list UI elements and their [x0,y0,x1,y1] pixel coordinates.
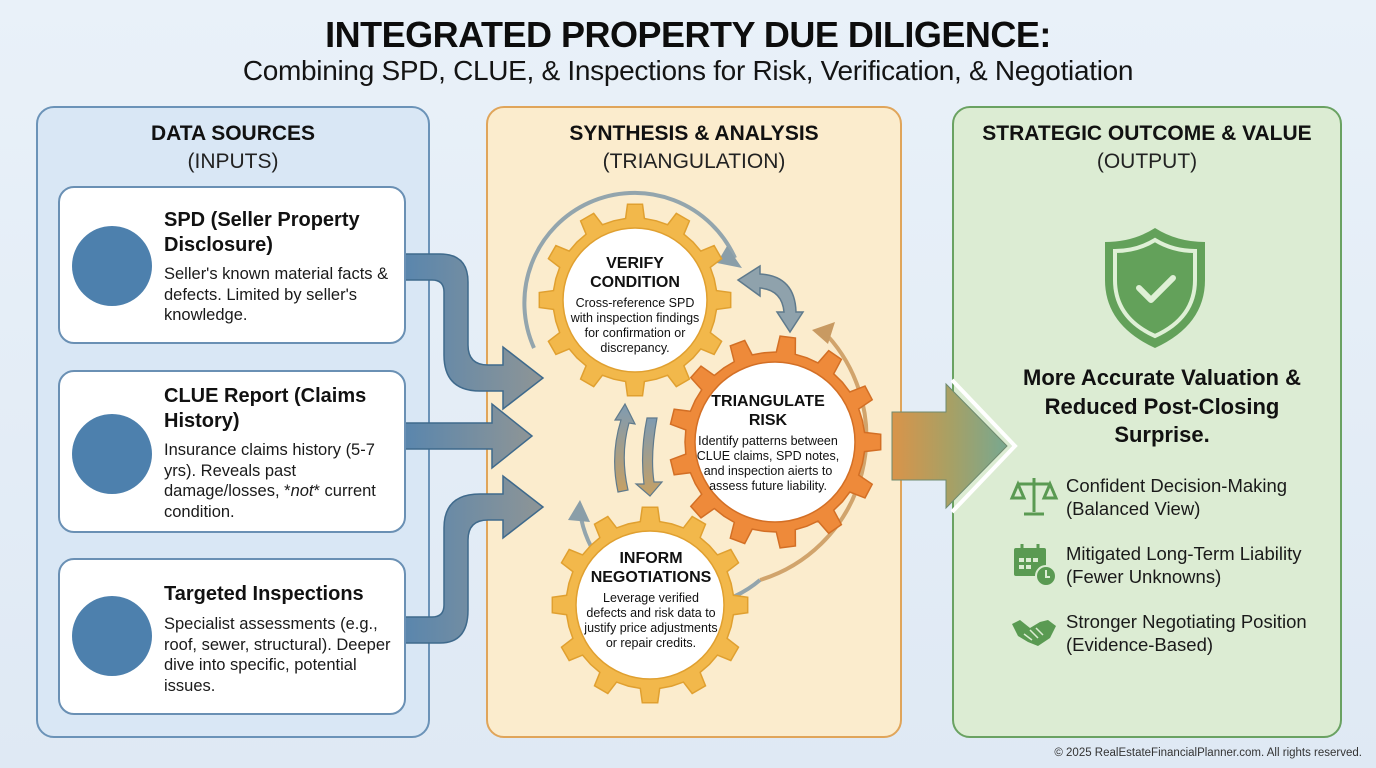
outcome-headline: More Accurate Valuation & Reduced Post-C… [1023,365,1301,447]
page-title: INTEGRATED PROPERTY DUE DILIGENCE: [325,14,1051,55]
source-title: SPD (Seller Property Disclosure) [164,209,360,256]
connector-arrow-spd [404,253,545,411]
gear-description: Identify patterns between CLUE claims, S… [696,434,840,493]
output-arrow [891,378,1018,514]
source-card-inspections: Targeted Inspections Specialist assessme… [58,558,406,715]
cycle-arrow-right [759,322,869,582]
connector-arrow-clue [404,402,534,470]
output-subheading: (OUTPUT) [1096,150,1198,173]
inputs-subheading: (INPUTS) [187,150,279,173]
benefit-text: Mitigated Long-Term Liability (Fewer Unk… [1066,543,1302,587]
copyright-footer: © 2025 RealEstateFinancialPlanner.com. A… [1054,747,1362,759]
shield-check-icon [1105,228,1205,348]
inputs-heading: DATA SOURCES [150,122,316,145]
source-title: CLUE Report (Claims History) [164,385,367,432]
spd-icon-circle [72,226,152,306]
gear-center [694,361,856,523]
inspections-icon-circle [72,596,152,676]
gear-shape-verify [538,203,732,397]
gear-center [575,530,725,680]
page-subtitle: Combining SPD, CLUE, & Inspections for R… [242,55,1134,86]
swap-arrow-verify-negotiate [613,402,664,497]
benefit-text: Stronger Negotiating Position (Evidence-… [1066,611,1307,655]
cycle-arrow-top [522,190,742,349]
source-title: Targeted Inspections [164,583,364,605]
source-description: Seller's known material facts & defects.… [164,265,389,324]
gear-center [562,227,708,373]
source-card-spd: SPD (Seller Property Disclosure) Seller'… [58,186,406,344]
gear-description: Leverage verified defects and risk data … [584,591,718,650]
gear-description: Cross-reference SPD with inspection find… [570,296,700,355]
synthesis-subheading: (TRIANGULATION) [602,150,786,173]
gear-shape-triangulate [669,335,882,549]
source-description: Specialist assessments (e.g., roof, sewe… [164,615,391,695]
benefit-text: Confident Decision-Making (Balanced View… [1066,475,1288,519]
output-panel: STRATEGIC OUTCOME & VALUE (OUTPUT) [952,106,1342,738]
swap-arrow-verify-triangulate [736,264,805,334]
synthesis-heading: SYNTHESIS & ANALYSIS [569,122,819,145]
clue-icon-circle [72,414,152,494]
calendar-clock-icon [1014,544,1057,587]
connector-arrow-inspections [404,474,545,644]
source-card-clue: CLUE Report (Claims History) Insurance c… [58,370,406,533]
handshake-icon [1012,620,1056,646]
output-heading: STRATEGIC OUTCOME & VALUE [982,122,1312,145]
gear-shape-negotiate [551,506,749,704]
source-description: Insurance claims history (5-7 yrs). Reve… [164,441,376,521]
scales-icon [1009,478,1059,516]
